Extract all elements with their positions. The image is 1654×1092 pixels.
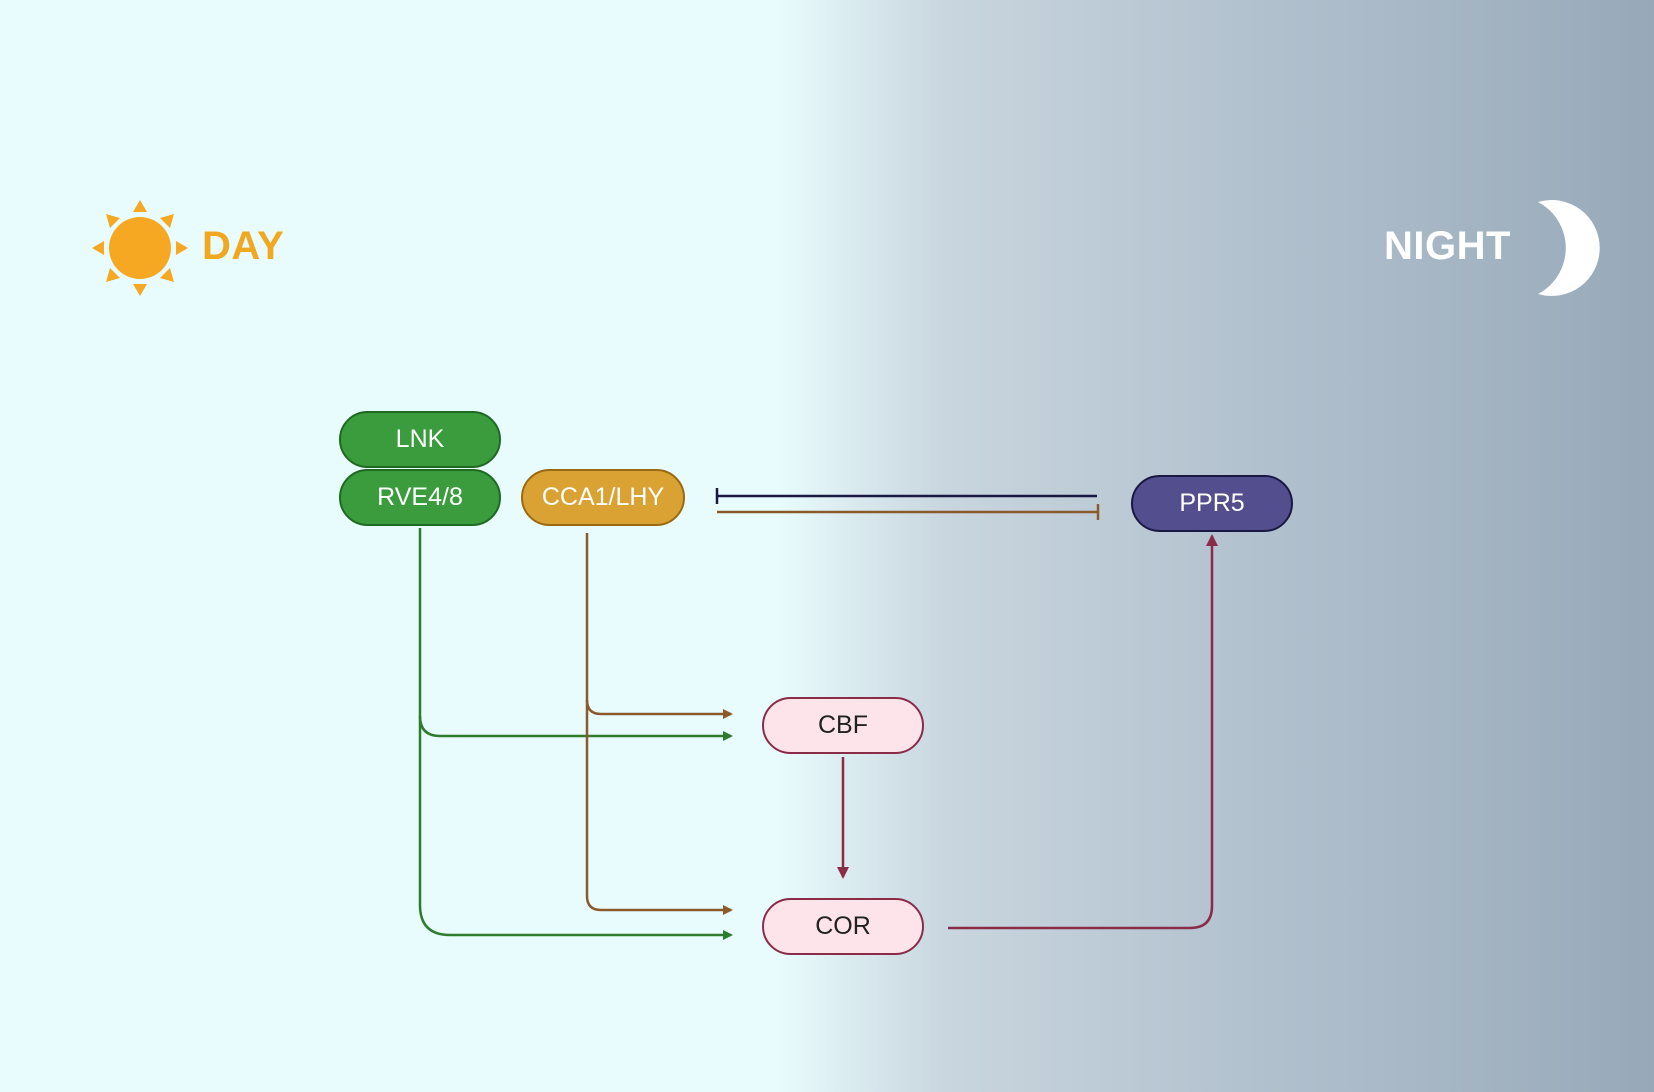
node-cca-label: CCA1/LHY [541,483,665,511]
edge-rve-to-cor [418,716,733,940]
node-cbf-label: CBF [818,711,868,739]
node-lnk-label: LNK [395,425,445,453]
sun-icon [92,200,188,296]
edge-ppr5-inhibits-cca [715,488,1097,504]
node-rve-label: RVE4/8 [377,483,463,511]
edge-cca-inhibits-ppr5 [717,504,1100,520]
node-lnk: LNK [339,411,501,468]
edge-cor-to-ppr5 [948,534,1218,930]
node-cbf: CBF [762,697,924,754]
edge-cca-to-cbf [585,533,733,719]
night-label: NIGHT [1384,224,1511,268]
edge-rve-to-cbf [418,528,733,741]
node-cor-label: COR [815,912,871,940]
node-ppr5-label: PPR5 [1179,489,1245,517]
node-cca: CCA1/LHY [521,469,685,526]
node-ppr5: PPR5 [1131,475,1293,532]
moon-icon [1538,200,1600,296]
day-label: DAY [202,224,285,268]
node-rve: RVE4/8 [339,469,501,526]
node-cor: COR [762,898,924,955]
edge-cca-to-cor [585,700,733,915]
